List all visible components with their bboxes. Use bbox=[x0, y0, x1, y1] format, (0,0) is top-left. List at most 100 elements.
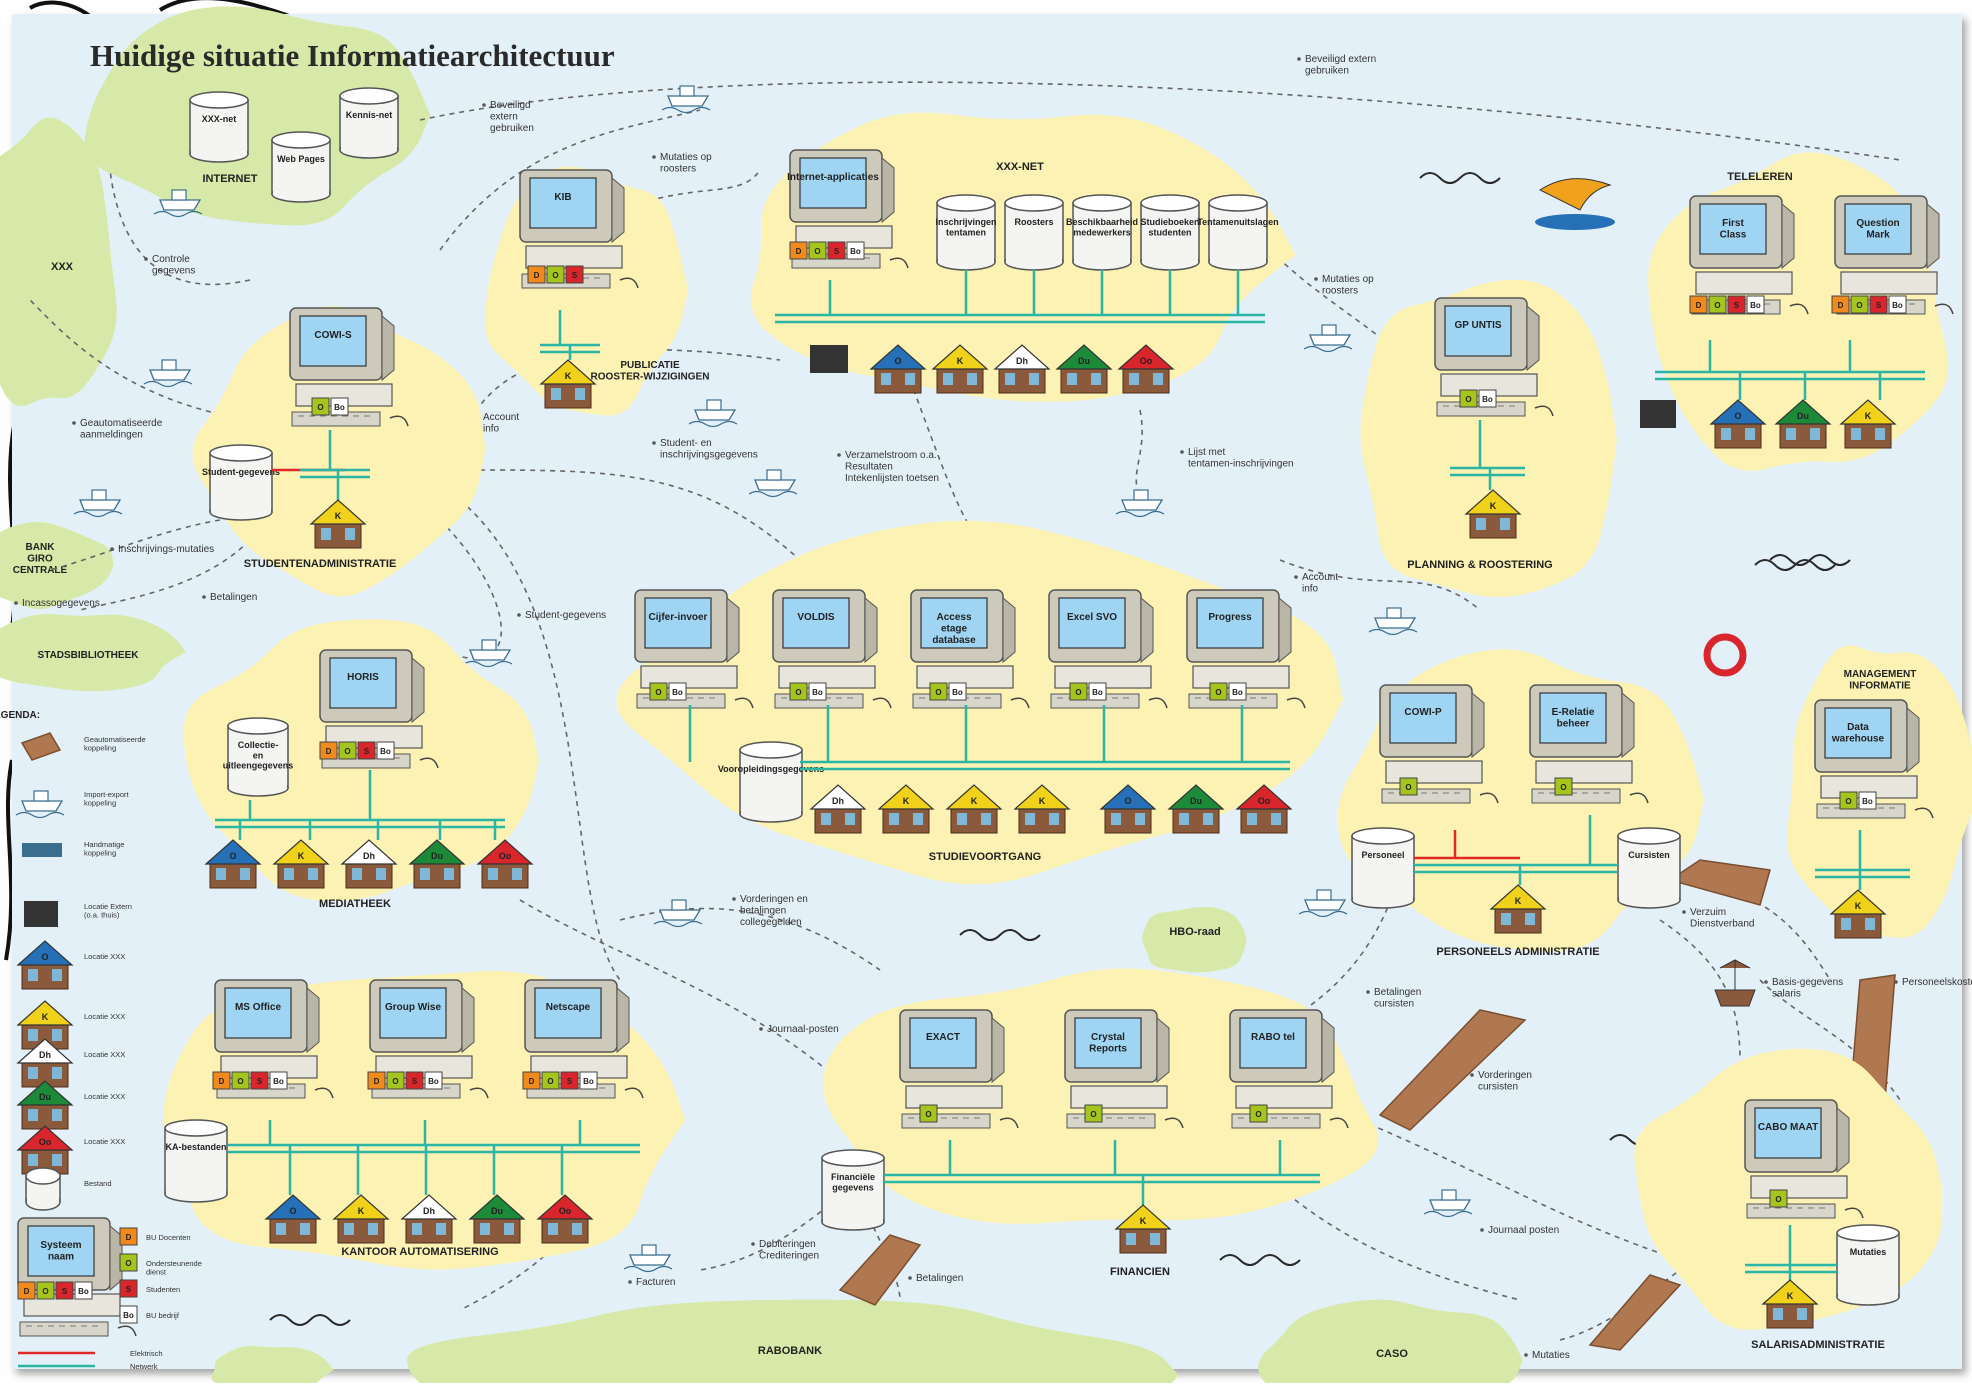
database-label: Roosters bbox=[1014, 217, 1053, 227]
badge-code: Bo bbox=[1482, 395, 1493, 404]
label-caso: CASO bbox=[1376, 1348, 1408, 1360]
house-K: K bbox=[1839, 399, 1897, 449]
unit-badges: D bbox=[119, 1227, 138, 1246]
boat-icon bbox=[688, 399, 738, 428]
badge-code: O bbox=[547, 1077, 553, 1086]
system-name: HORIS bbox=[347, 672, 379, 683]
location-code: K bbox=[335, 511, 342, 521]
label-line: Vorderingen bbox=[1478, 1070, 1532, 1081]
unit-badges: O bbox=[1084, 1104, 1103, 1123]
badge-code: O bbox=[1090, 1110, 1096, 1119]
system-name: GP UNTIS bbox=[1454, 320, 1501, 331]
label-line: Reports bbox=[1089, 1044, 1127, 1055]
label-line: tentamen-inschrijvingen bbox=[1188, 459, 1294, 470]
label-line: Cijfer-invoer bbox=[649, 612, 708, 623]
location-code: Oo bbox=[1140, 356, 1153, 366]
system-name: Progress bbox=[1208, 612, 1252, 623]
unit-badges: S bbox=[119, 1279, 138, 1298]
label-line: Mutaties op bbox=[1322, 274, 1374, 285]
location-code: K bbox=[957, 356, 964, 366]
database-icon: Tentamenuitslagen bbox=[1197, 194, 1279, 271]
badge-code: D bbox=[374, 1077, 380, 1086]
label-line: First bbox=[1722, 218, 1744, 229]
label-line: COWI-P bbox=[1404, 707, 1442, 718]
label-hbo-raad: HBO-raad bbox=[1169, 926, 1220, 938]
badge-code: O bbox=[1075, 688, 1081, 697]
label-line: RABO tel bbox=[1251, 1032, 1295, 1043]
network-xxx-net bbox=[775, 270, 1265, 324]
legend-text: Bestand bbox=[84, 1179, 112, 1188]
badge-code: O bbox=[935, 688, 941, 697]
house-K: K bbox=[1829, 889, 1887, 939]
badge-code: Bo bbox=[1232, 688, 1243, 697]
label-line: Account bbox=[1302, 572, 1338, 583]
pier-icon bbox=[1588, 1274, 1682, 1351]
badge-code: O bbox=[1215, 688, 1221, 697]
network-studievoortgang bbox=[688, 705, 1290, 771]
location-code: K bbox=[1515, 896, 1522, 906]
label-line: Facturen bbox=[636, 1277, 675, 1288]
label-line: Question bbox=[1856, 218, 1899, 229]
label-line: Intekenlijsten toetsen bbox=[845, 473, 939, 484]
ferry-icon bbox=[22, 843, 62, 857]
label-line: koppeling bbox=[84, 849, 116, 858]
location-code: K bbox=[358, 1206, 365, 1216]
flow-label: Mutaties bbox=[1524, 1350, 1570, 1361]
label-line: Incassogegevens bbox=[22, 598, 100, 609]
badge-code: D bbox=[529, 1077, 535, 1086]
label-line: koppeling bbox=[84, 799, 116, 808]
label-line: cursisten bbox=[1374, 999, 1414, 1010]
database-label: Web Pages bbox=[277, 154, 325, 164]
network-studentenadministratie bbox=[300, 430, 370, 500]
location-code: Du bbox=[491, 1206, 503, 1216]
badge-code: S bbox=[834, 247, 840, 256]
label-line: Geautomatiseerde bbox=[84, 735, 146, 744]
flow-text: Journaal posten bbox=[1488, 1225, 1559, 1236]
label-line: INFORMATIE bbox=[1849, 681, 1911, 692]
database-label: Personeel bbox=[1361, 850, 1404, 860]
network-financien bbox=[884, 1140, 1320, 1205]
label-line: Web Pages bbox=[277, 154, 325, 164]
computer-icon: MS Office bbox=[214, 979, 334, 1099]
badge-code: Bo bbox=[672, 688, 683, 697]
house-K: K bbox=[1013, 784, 1071, 834]
network-teleleren bbox=[1655, 340, 1925, 400]
house-Oo: Oo bbox=[1117, 344, 1175, 394]
unit-badges: Bo bbox=[119, 1305, 138, 1324]
database-label: Cursisten bbox=[1628, 850, 1670, 860]
label-line: database bbox=[932, 635, 976, 646]
laptop-icon bbox=[810, 345, 848, 373]
label-line: Student- en bbox=[660, 438, 712, 449]
label-line: Basis-gegevens bbox=[1772, 977, 1843, 988]
flow-label: Facturen bbox=[628, 1277, 675, 1288]
label-line: dienst bbox=[146, 1268, 167, 1277]
house-O: O bbox=[264, 1194, 322, 1244]
database-xxx-net: XXX-net bbox=[189, 91, 249, 163]
wave-icon bbox=[1754, 559, 1836, 571]
label-line: Mutaties bbox=[1532, 1350, 1570, 1361]
location-code: Dh bbox=[1016, 356, 1028, 366]
flow-label: Journaal posten bbox=[1480, 1225, 1559, 1236]
system-name: Cijfer-invoer bbox=[649, 612, 708, 623]
boat-icon bbox=[1423, 1189, 1473, 1218]
pier-icon bbox=[20, 732, 62, 761]
database-web-pages: Web Pages bbox=[271, 131, 331, 203]
